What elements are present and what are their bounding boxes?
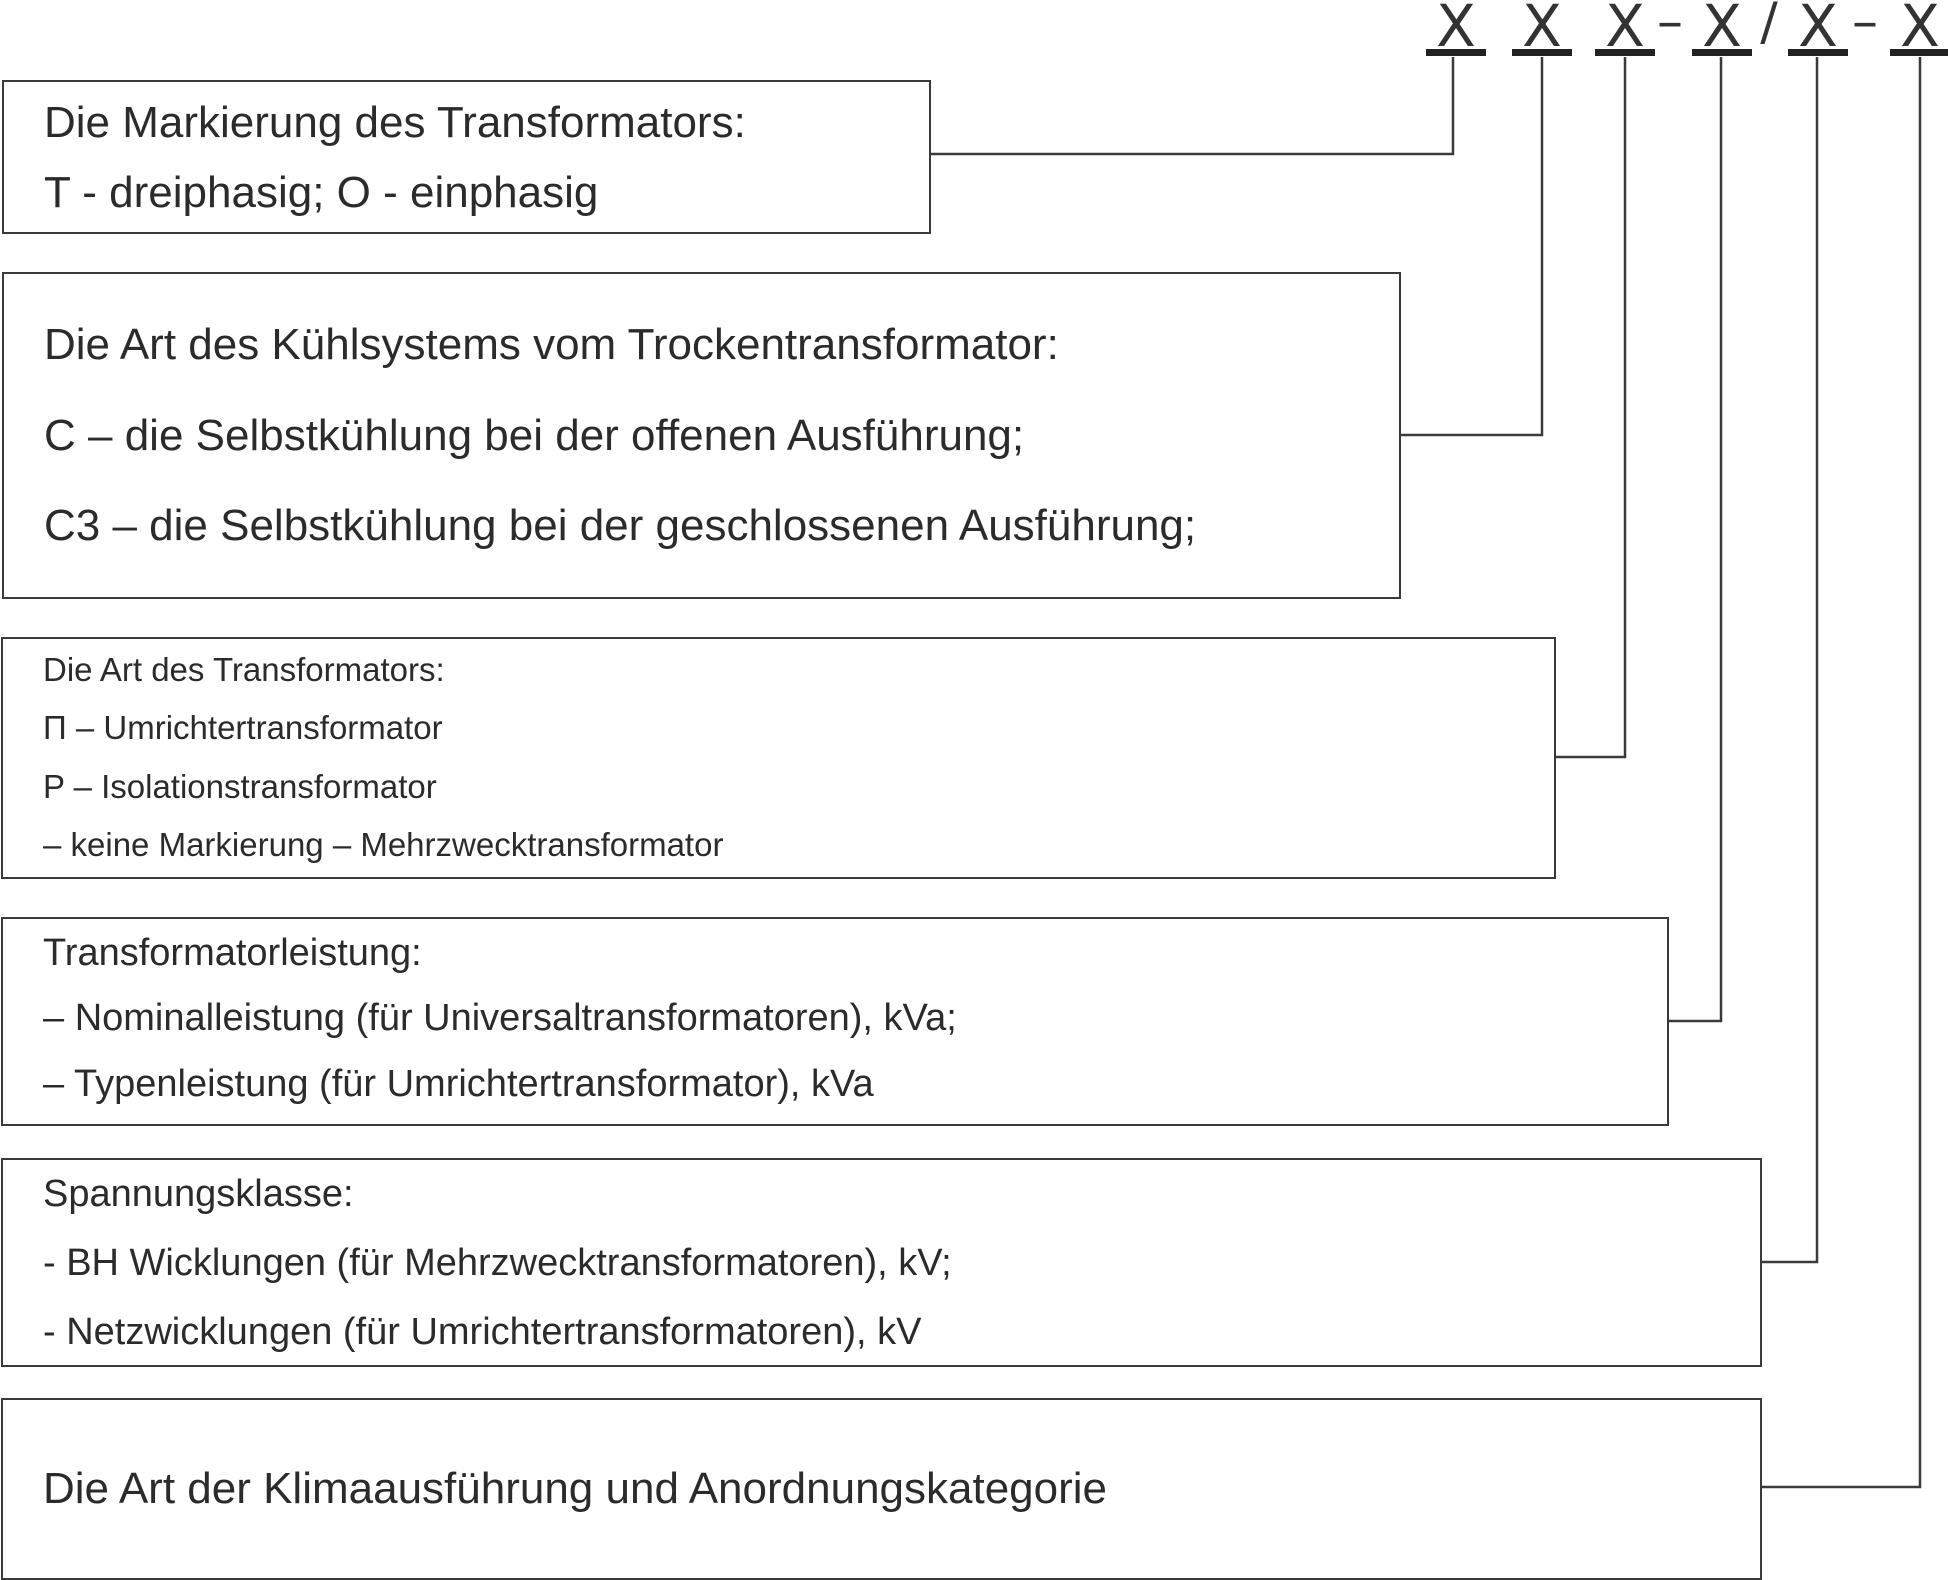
connector-2 — [1400, 57, 1544, 437]
box-voltage-class: Spannungsklasse: - BH Wicklungen (für Me… — [1, 1158, 1762, 1367]
box-transformer-power: Transformatorleistung: – Nominalleistung… — [1, 917, 1669, 1126]
box6-line-1: Die Art der Klimaausführung und Anordnun… — [43, 1464, 1108, 1513]
connector-4 — [1668, 57, 1723, 1023]
box-transformer-marking: Die Markierung des Transformators: T - d… — [2, 80, 931, 234]
code-underline-5 — [1788, 49, 1848, 56]
code-separator-slash: / — [1760, 0, 1778, 52]
box-transformer-type: Die Art des Transformators: П – Umrichte… — [1, 637, 1556, 879]
box-climate-category: Die Art der Klimaausführung und Anordnun… — [1, 1398, 1762, 1580]
box3-line-4: – keine Markierung – Mehrzwecktransforma… — [43, 826, 724, 863]
box2-line-3: C3 – die Selbstkühlung bei der geschloss… — [44, 501, 1197, 550]
code-separator-dash-1: – — [1657, 0, 1683, 52]
connector-5 — [1761, 57, 1819, 1264]
box2-line-2: C – die Selbstkühlung bei der offenen Au… — [44, 411, 1025, 460]
code-underline-3 — [1595, 49, 1655, 56]
code-underline-1 — [1426, 49, 1486, 56]
code-underline-4 — [1692, 49, 1752, 56]
box4-line-2: – Nominalleistung (für Universaltransfor… — [43, 997, 957, 1039]
code-underline-2 — [1512, 49, 1572, 56]
box4-line-3: – Typenleistung (für Umrichtertransforma… — [43, 1063, 874, 1105]
connector-3 — [1555, 57, 1627, 759]
box1-line-1: Die Markierung des Transformators: — [44, 98, 746, 147]
code-underline-6 — [1890, 49, 1948, 56]
box3-line-1: Die Art des Transformators: — [43, 651, 445, 688]
box4-line-1: Transformatorleistung: — [43, 932, 422, 974]
box5-line-3: - Netzwicklungen (für Umrichtertransform… — [43, 1311, 922, 1353]
connector-1 — [930, 57, 1455, 156]
box3-line-2: П – Umrichtertransformator — [43, 709, 443, 746]
code-separator-dash-2: – — [1852, 0, 1878, 52]
box1-line-2: T - dreiphasig; O - einphasig — [44, 168, 599, 217]
box2-line-1: Die Art des Kühlsystems vom Trockentrans… — [44, 320, 1059, 369]
box5-line-1: Spannungsklasse: — [43, 1173, 354, 1215]
box5-line-2: - BH Wicklungen (für Mehrzwecktransforma… — [43, 1242, 952, 1284]
box3-line-3: P – Isolationstransformator — [43, 768, 437, 805]
connector-6 — [1761, 57, 1922, 1489]
box-cooling-system: Die Art des Kühlsystems vom Trockentrans… — [2, 272, 1401, 599]
